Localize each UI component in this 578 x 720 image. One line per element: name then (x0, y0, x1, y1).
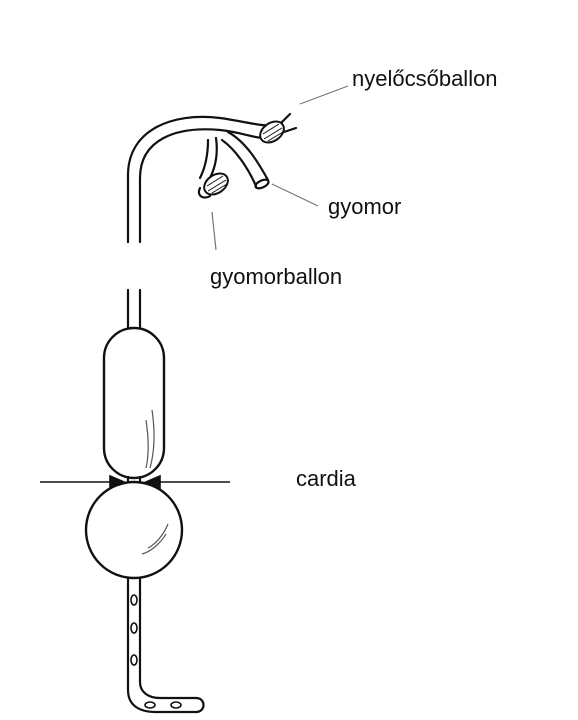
tube-distal-left-wall (126, 576, 205, 714)
tube-distal-section (126, 576, 205, 714)
leader-stomach (271, 183, 319, 207)
pilot-balloons (203, 120, 285, 196)
esophageal-pilot-balloon-hatching (262, 123, 284, 142)
cardia-arrow-left-head (109, 474, 127, 490)
label-gastric-balloon: gyomorballon (210, 264, 343, 289)
label-cardia: cardia (296, 466, 356, 491)
gastric-balloon (84, 480, 184, 580)
gastric-pilot-balloon (203, 172, 229, 196)
leader-esophageal-balloon (299, 85, 349, 105)
gastric-port-end (197, 186, 212, 199)
tube-upper-inner-wall (138, 128, 274, 244)
cardia-arrows (40, 474, 230, 490)
label-stomach: gyomor (328, 194, 402, 219)
side-hole (170, 701, 182, 709)
tube-lower-section (126, 288, 142, 332)
esophageal-balloon-highlight (145, 409, 155, 469)
leader-gastric-balloon (211, 211, 217, 251)
esophageal-balloon (102, 326, 166, 480)
side-hole (130, 594, 138, 606)
side-hole (144, 701, 156, 709)
gastric-pilot-balloon-hatching (206, 175, 228, 194)
tube-branch-stomach-inner (220, 138, 258, 188)
tube-branch-gastric-inner (198, 138, 210, 180)
tube-side-holes (130, 594, 182, 709)
tube-branch-stomach-outer (226, 130, 270, 182)
gastric-balloon-highlight (141, 523, 169, 555)
stomach-port-opening (254, 178, 270, 190)
leader-lines (211, 85, 349, 251)
label-esophageal-balloon: nyelőcsőballon (352, 66, 498, 91)
side-hole (130, 622, 138, 634)
side-hole (130, 654, 138, 666)
cardia-arrow-right-head (143, 474, 161, 490)
tube-branch-gastric-outer (208, 136, 218, 180)
tube-upper-outer-wall (126, 115, 284, 244)
